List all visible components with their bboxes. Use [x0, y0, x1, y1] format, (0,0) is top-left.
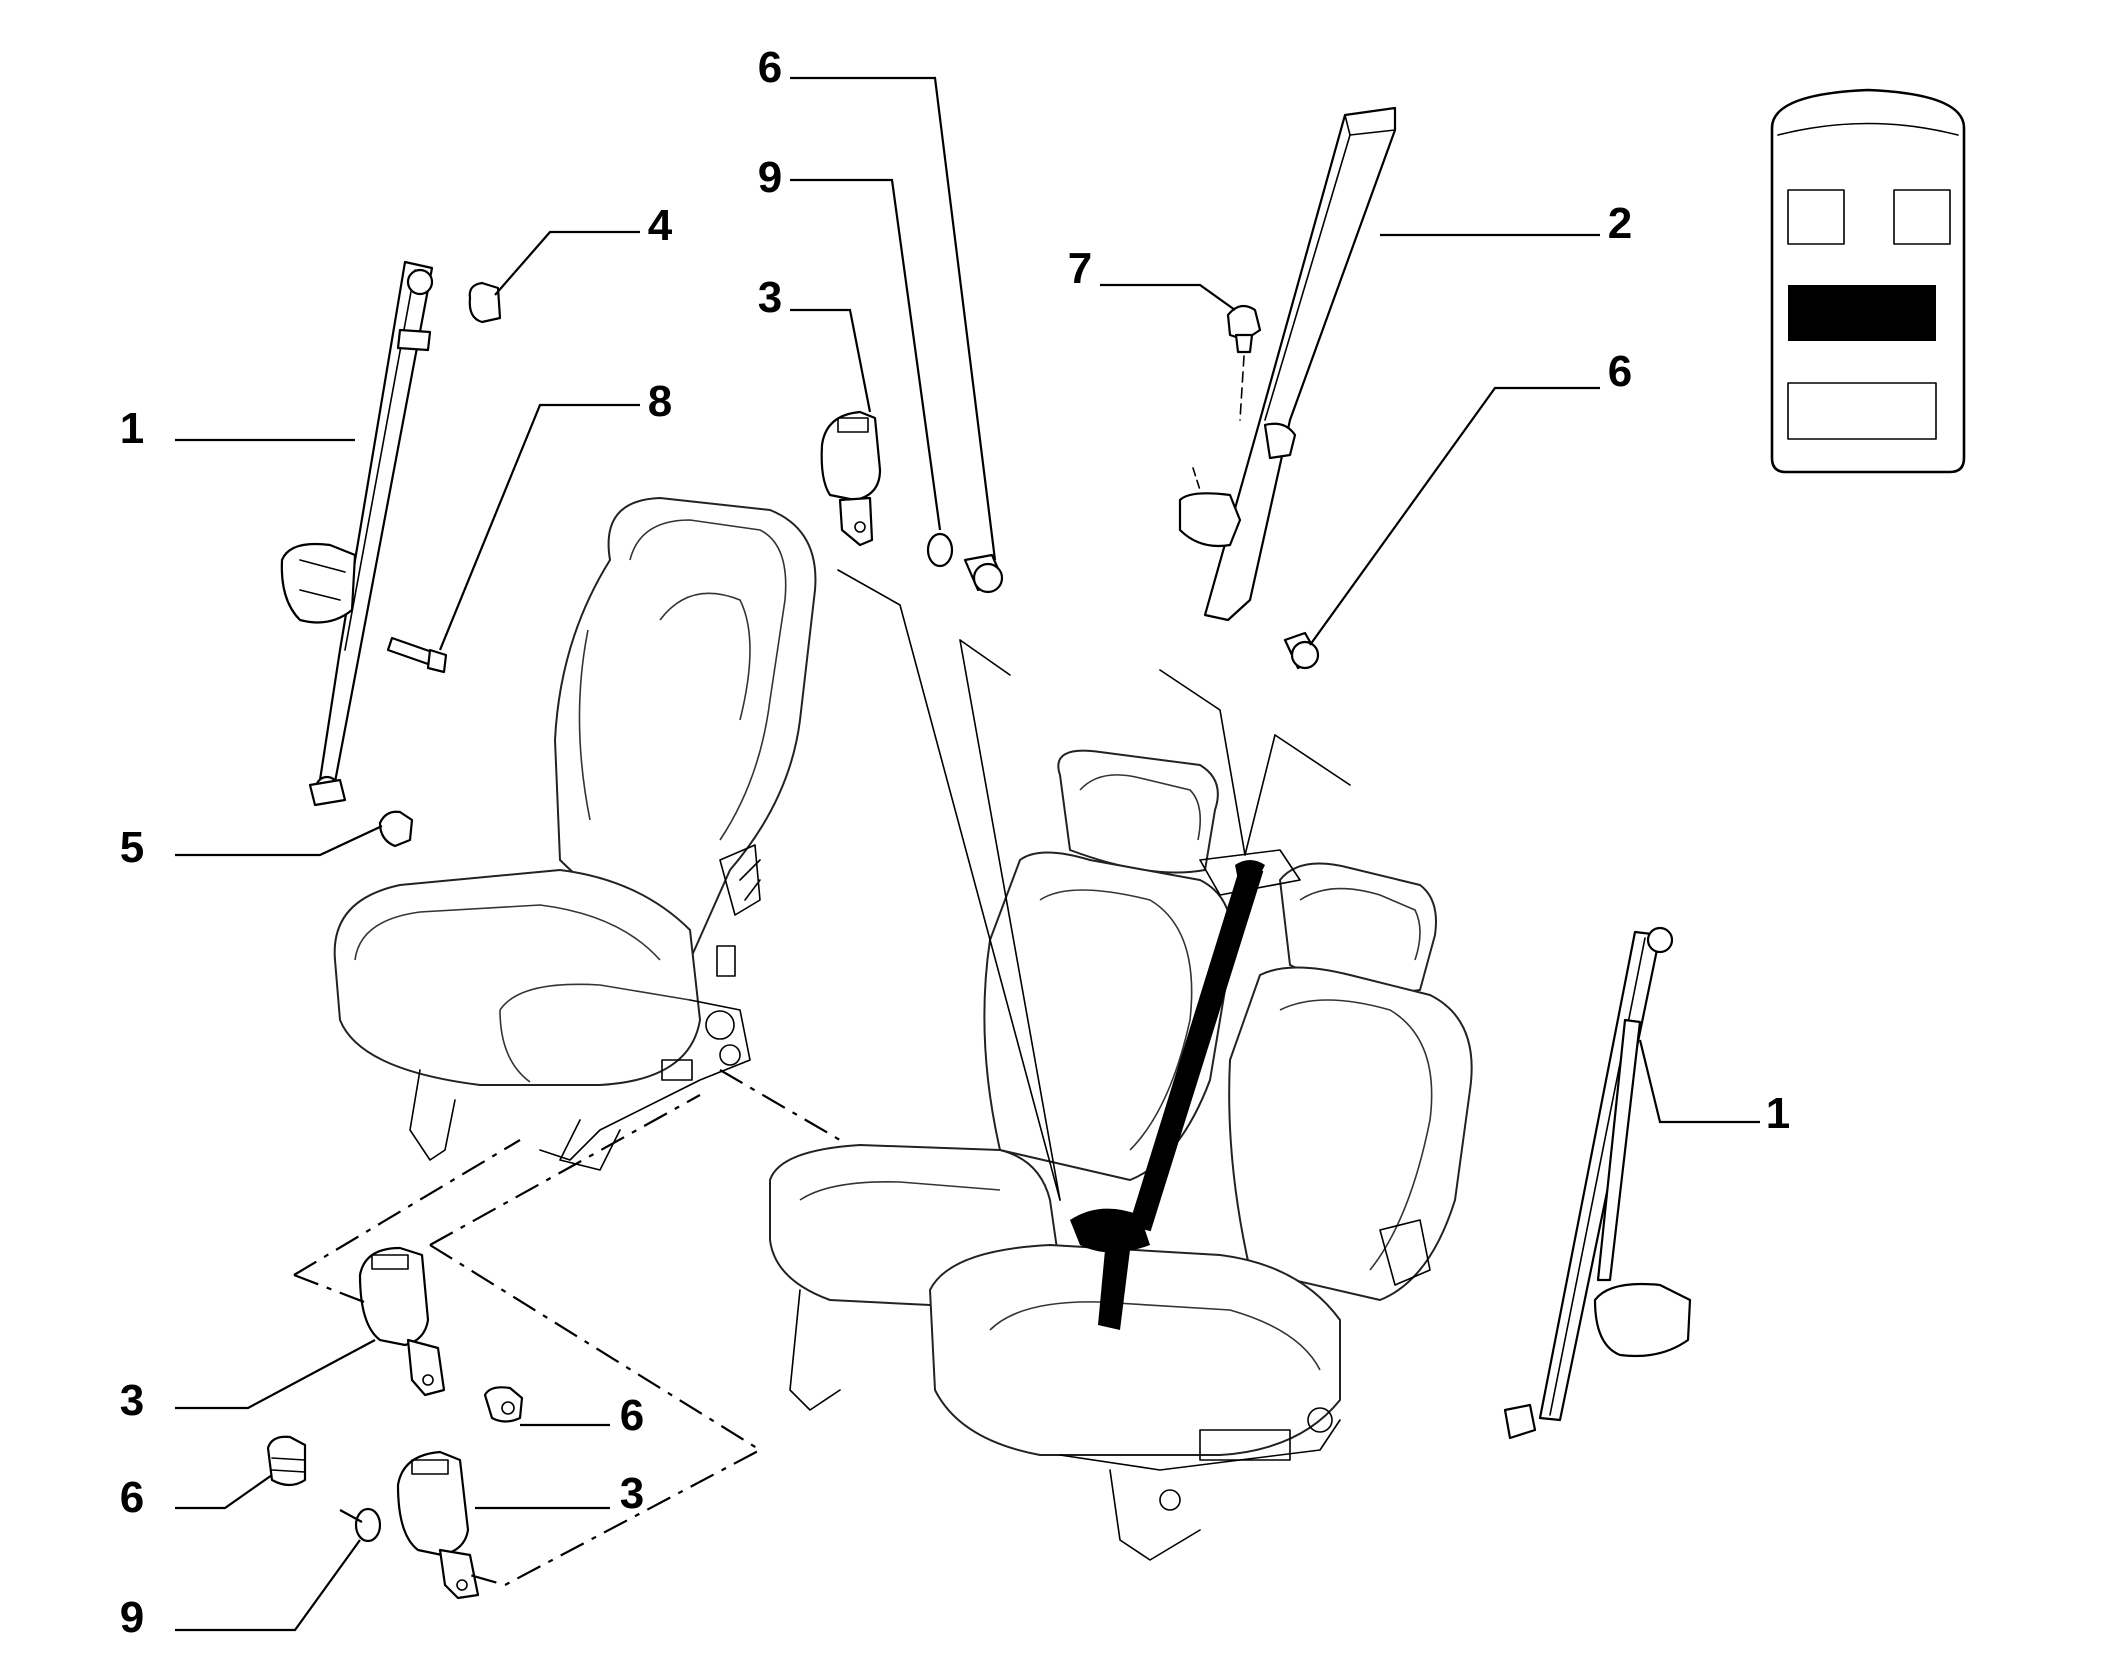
buckle-bottom-3 [396, 1450, 480, 1600]
seat-belt-center-2 [1178, 106, 1397, 622]
front-seat [333, 497, 817, 1171]
assembly-guide-lines [293, 569, 1351, 1587]
callout-2: 2 [1608, 199, 1632, 248]
callout-3-bottom: 3 [620, 1469, 644, 1518]
cover-cap-5 [378, 810, 414, 848]
callout-5: 5 [120, 823, 144, 872]
buckle-lower-3 [358, 1246, 446, 1397]
bolt-7 [1226, 304, 1262, 354]
callout-1-right: 1 [1766, 1089, 1790, 1138]
bolt-8 [386, 636, 448, 674]
rear-bench-seat [769, 749, 1473, 1561]
bolt-bottom-6 [266, 1435, 307, 1487]
locator-highlighted-row [1788, 285, 1936, 341]
washer-top-9 [926, 532, 954, 568]
washer-bottom-9 [354, 1507, 382, 1543]
callout-9-top: 9 [758, 153, 782, 202]
seat-belt-retractor-left [280, 260, 434, 807]
buckle-top-3 [820, 410, 882, 547]
callout-3-lower: 3 [120, 1376, 144, 1425]
callout-3-top: 3 [758, 273, 782, 322]
bolt-mid-6 [483, 1386, 524, 1423]
bolt-right-6 [1283, 631, 1320, 670]
leader-lines [175, 76, 1760, 1632]
seat-belt-retractor-right [1503, 926, 1692, 1440]
callout-1-left: 1 [120, 404, 144, 453]
callout-6-top: 6 [758, 43, 782, 92]
callout-8: 8 [648, 377, 672, 426]
callout-6-right: 6 [1608, 347, 1632, 396]
callout-7: 7 [1068, 244, 1092, 293]
callout-numbers: 6 9 3 4 1 8 5 7 2 6 1 3 6 6 3 9 [120, 43, 1790, 1642]
callout-6-mid: 6 [620, 1391, 644, 1440]
cover-cap-4 [468, 281, 502, 324]
callout-4: 4 [648, 201, 673, 250]
vehicle-locator-icon [1770, 88, 1966, 474]
bolt-top-6 [963, 553, 1004, 594]
callout-9-bottom: 9 [120, 1593, 144, 1642]
callout-6-bottom: 6 [120, 1473, 144, 1522]
